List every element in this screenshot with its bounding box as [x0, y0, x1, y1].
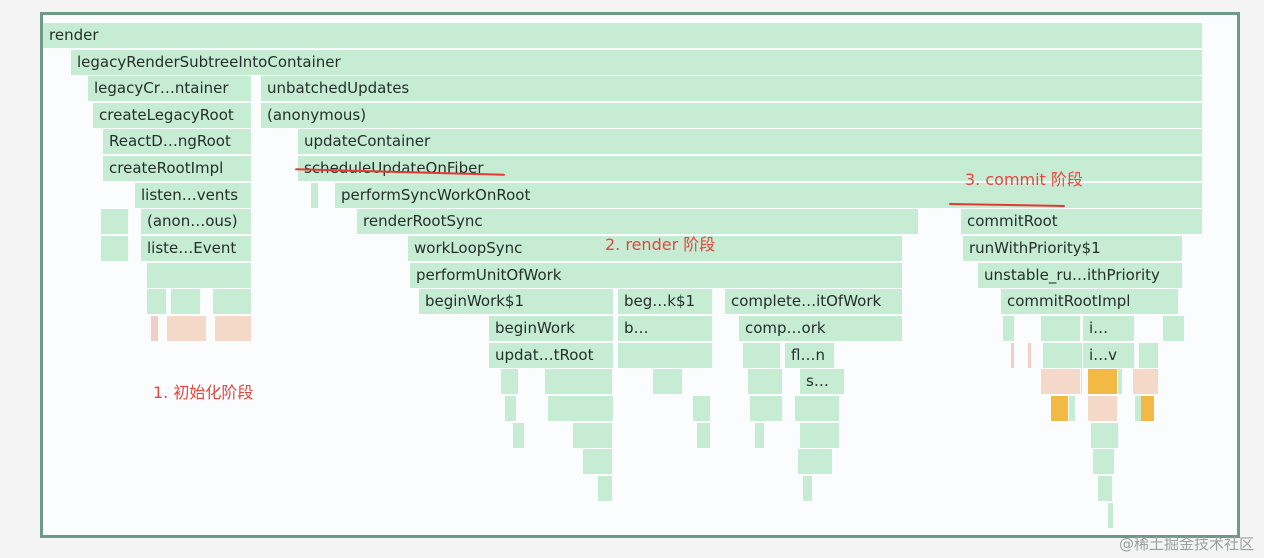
flame-frame[interactable]: runWithPriority$1 — [963, 236, 1183, 261]
flame-frame[interactable]: (anonymous) — [261, 103, 1203, 128]
flame-frame-peach[interactable] — [1088, 396, 1118, 421]
flame-frame-peach[interactable] — [215, 316, 252, 341]
phase-init-annotation: 1. 初始化阶段 — [153, 383, 254, 402]
flame-frame[interactable]: scheduleUpdateOnFiber — [298, 156, 1203, 181]
flame-frame[interactable]: commitRootImpl — [1001, 289, 1179, 314]
flame-frame-small[interactable] — [618, 343, 713, 368]
flame-frame-small[interactable] — [697, 423, 711, 448]
flame-frame-small[interactable] — [653, 369, 683, 394]
flame-frame-small[interactable] — [311, 183, 319, 208]
flame-frame-small[interactable] — [693, 396, 711, 421]
flame-frame-small[interactable] — [1098, 476, 1113, 501]
flame-frame-small[interactable] — [1041, 316, 1081, 341]
flame-frame[interactable]: createRootImpl — [103, 156, 252, 181]
flame-frame-small[interactable] — [583, 449, 613, 474]
flame-frame-small[interactable] — [1066, 396, 1076, 421]
flame-frame-peach[interactable] — [1133, 369, 1159, 394]
flame-frame[interactable]: createLegacyRoot — [93, 103, 252, 128]
flame-frame[interactable]: comp…ork — [739, 316, 903, 341]
flame-frame[interactable]: s… — [800, 369, 845, 394]
flame-frame-small[interactable] — [1163, 316, 1185, 341]
flame-frame[interactable]: renderRootSync — [357, 209, 919, 234]
flame-frame[interactable]: commitRoot — [961, 209, 1203, 234]
watermark: @稀土掘金技术社区 — [1118, 535, 1254, 553]
flame-frame-small[interactable] — [750, 396, 783, 421]
flame-frame-pink[interactable] — [1028, 343, 1032, 368]
flame-frame[interactable]: unbatchedUpdates — [261, 76, 1203, 101]
flame-frame[interactable]: workLoopSync — [408, 236, 903, 261]
flame-frame-small[interactable] — [101, 209, 129, 234]
flame-frame-small[interactable] — [598, 476, 613, 501]
flame-frame[interactable]: listen…vents — [135, 183, 252, 208]
flame-frame-small[interactable] — [171, 289, 201, 314]
flame-frame[interactable]: performUnitOfWork — [410, 263, 903, 288]
flame-frame[interactable]: legacyCr…ntainer — [88, 76, 252, 101]
flame-frame[interactable]: ReactD…ngRoot — [103, 129, 252, 154]
flame-frame-small[interactable] — [147, 289, 167, 314]
phase-commit-annotation: 3. commit 阶段 — [965, 170, 1083, 189]
flame-frame-orange[interactable] — [1088, 369, 1118, 394]
flame-frame-small[interactable] — [501, 369, 519, 394]
flame-frame[interactable]: i… — [1083, 316, 1135, 341]
flame-frame-pink[interactable] — [151, 316, 159, 341]
flame-frame-small[interactable] — [505, 396, 517, 421]
flame-frame-small[interactable] — [743, 343, 781, 368]
flame-frame[interactable]: fl…n — [785, 343, 835, 368]
flame-frame-pink[interactable] — [1011, 343, 1015, 368]
flame-frame-small[interactable] — [798, 449, 833, 474]
flame-frame[interactable]: performSyncWorkOnRoot — [335, 183, 1203, 208]
flame-frame[interactable]: legacyRenderSubtreeIntoContainer — [71, 50, 1203, 75]
flame-frame-small[interactable] — [755, 423, 765, 448]
flame-frame[interactable]: b… — [618, 316, 713, 341]
flame-frame-small[interactable] — [1043, 343, 1083, 368]
flame-frame-peach[interactable] — [167, 316, 207, 341]
flame-frame-small[interactable] — [1139, 343, 1159, 368]
flame-frame-peach[interactable] — [1041, 369, 1081, 394]
flame-frame[interactable]: beg…k$1 — [618, 289, 713, 314]
flame-frame-small[interactable] — [513, 423, 525, 448]
flame-frame[interactable]: i…v — [1083, 343, 1135, 368]
phase-render-annotation: 2. render 阶段 — [605, 235, 716, 254]
flame-frame-orange[interactable] — [1051, 396, 1069, 421]
flame-frame[interactable]: updateContainer — [298, 129, 1203, 154]
flame-frame-small[interactable] — [545, 369, 613, 394]
flame-frame[interactable]: liste…Event — [141, 236, 252, 261]
flame-frame[interactable]: beginWork$1 — [419, 289, 614, 314]
flame-frame-small[interactable] — [1003, 316, 1015, 341]
flame-frame[interactable]: beginWork — [489, 316, 614, 341]
flame-frame-small[interactable] — [573, 423, 613, 448]
flame-frame-small[interactable] — [1091, 423, 1119, 448]
flame-frame[interactable]: updat…tRoot — [489, 343, 614, 368]
flame-frame-small[interactable] — [800, 423, 840, 448]
flame-frame[interactable]: complete…itOfWork — [725, 289, 903, 314]
flame-frame-small[interactable] — [213, 289, 252, 314]
flame-frame-small[interactable] — [101, 236, 129, 261]
flame-frame-small[interactable] — [548, 396, 614, 421]
flame-frame-orange[interactable] — [1141, 396, 1155, 421]
flame-frame-small[interactable] — [795, 396, 840, 421]
flame-frame-small[interactable] — [803, 476, 813, 501]
flame-frame-small[interactable] — [147, 263, 252, 288]
flame-frame-small[interactable] — [1093, 449, 1115, 474]
flame-frame[interactable]: render — [43, 23, 1203, 48]
flame-frame[interactable]: unstable_ru…ithPriority — [978, 263, 1183, 288]
flame-frame[interactable]: (anon…ous) — [141, 209, 252, 234]
flame-frame-small[interactable] — [748, 369, 783, 394]
flame-frame-small[interactable] — [1108, 503, 1114, 528]
